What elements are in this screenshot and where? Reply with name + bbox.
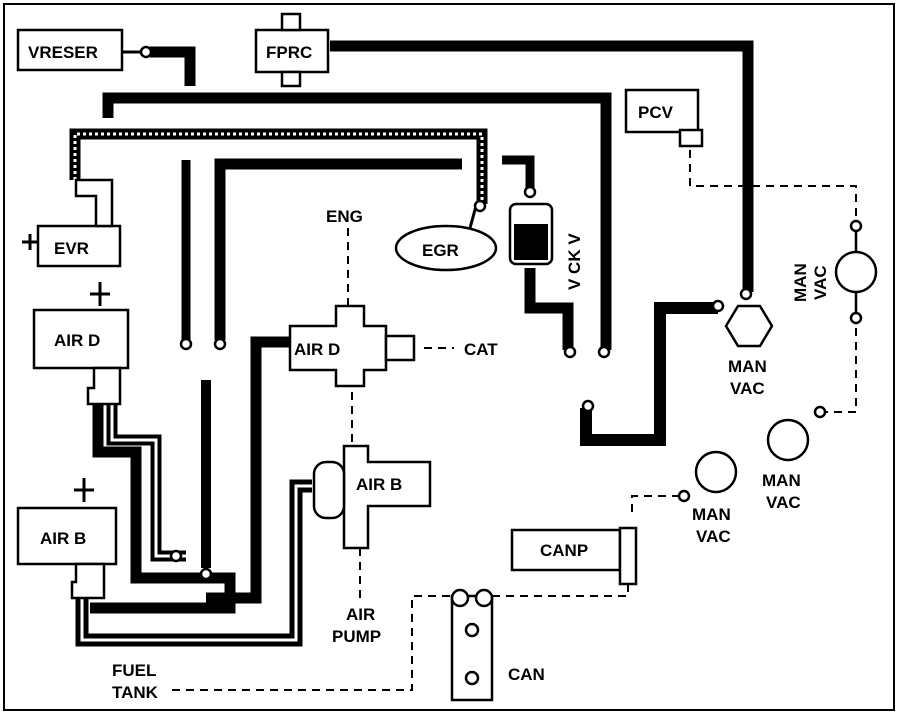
can-body [450,594,494,702]
label-man-vac-c-1: MAN [762,471,801,490]
label-egr: EGR [422,241,459,260]
connector-6 [581,399,595,413]
egr-port [473,199,487,213]
air-d-center-outlet [384,334,416,362]
hose-vckv-top [502,155,535,188]
label-air-pump-1: AIR [346,605,375,624]
label-eng: ENG [326,207,363,226]
dash-fuel-tank-can [172,595,452,691]
egr-valve [394,224,498,272]
air-d-center-body [288,304,388,388]
evr-box [36,224,122,268]
man-vac-d-circle [694,450,738,494]
label-pcv: PCV [638,103,674,122]
label-air-b-left: AIR B [40,529,86,548]
air-d-left-box [32,308,130,370]
can-port-top [464,622,480,638]
label-fuel-tank-1: FUEL [112,661,156,680]
label-evr: EVR [54,239,89,258]
diagram-border [3,3,895,711]
canp-fitting [618,526,638,586]
pcv-port [678,128,704,148]
can-cap-right [474,588,494,608]
label-can: CAN [508,665,545,684]
can-cap-left [450,588,470,608]
man-vac-c-circle [766,418,810,462]
hose-fprc-man-vac [330,40,754,292]
hose-vreser [150,46,196,86]
label-air-pump-2: PUMP [332,627,381,646]
components [16,12,878,702]
vreser-box [16,28,124,72]
connector-5 [597,345,611,359]
hose-egr-down [214,158,462,340]
hose-vckv-lower [524,268,574,350]
man-vac-a-port-side [711,299,725,313]
fprc-box [254,28,330,74]
label-vreser: VRESER [28,43,98,62]
vckv-mesh [514,224,548,260]
label-cat: CAT [464,340,498,359]
vreser-port [139,45,153,59]
hose-fuel-tank-inner [80,484,312,642]
connector-2 [213,337,227,351]
hose-evr-top [102,92,612,350]
man-vac-c-port [813,405,827,419]
label-fuel-tank-2: TANK [112,683,159,702]
label-fprc: FPRC [266,43,312,62]
dash-can-canp [492,582,629,597]
fprc-cap-bottom [280,70,302,88]
hose-egr-inner [73,132,484,204]
man-vac-a-port [739,287,753,301]
label-man-vac-b-1: MAN [791,263,810,302]
dash-man-vac-right [820,314,857,413]
dash-pcv [689,150,857,232]
can-port-bottom [464,670,480,686]
label-man-vac-a-1: MAN [728,357,767,376]
label-air-d-center: AIR D [294,340,340,359]
label-man-vac-d-2: VAC [696,527,731,546]
label-air-d-left: AIR D [54,331,100,350]
hose-man-vac-bottom [580,302,718,446]
man-vac-b-circle [834,250,878,294]
label-vckv: V CK V [565,233,584,290]
connector-4 [563,345,577,359]
dash-canp-man-vac [631,495,684,512]
man-vac-hex-a [724,304,774,348]
label-man-vac-c-2: VAC [766,493,801,512]
evr-fitting [74,178,114,228]
connector-7 [169,549,183,563]
pcv-box [624,88,700,134]
vckv-port-top [523,185,537,199]
hose-air-d-left-outer [106,388,186,562]
man-vac-b-port-top [849,219,863,233]
connector-1 [179,337,193,351]
connector-3 [199,567,213,581]
labels: VRESER FPRC PCV EVR EGR V CK V ENG AIR D… [28,43,830,702]
air-d-left-fitting [86,366,122,406]
hose-air-d-left-inner [110,388,186,558]
label-man-vac-d-1: MAN [692,505,731,524]
man-vac-d-port [677,489,691,503]
air-b-left-fitting [70,562,106,600]
dashed-lines [172,150,857,691]
label-man-vac-a-2: VAC [730,379,765,398]
fprc-cap-top [280,12,302,32]
air-b-left-box [16,506,118,566]
vacuum-hoses [69,40,754,647]
label-air-b-center: AIR B [356,475,402,494]
air-b-center-body [342,444,432,550]
label-man-vac-b-2: VAC [811,265,830,300]
hose-air-d-center [206,336,290,604]
hose-air-b-outer [90,405,236,614]
man-vac-b-port-bottom [849,311,863,325]
label-canp: CANP [540,541,588,560]
air-b-diaphragm [312,460,346,520]
